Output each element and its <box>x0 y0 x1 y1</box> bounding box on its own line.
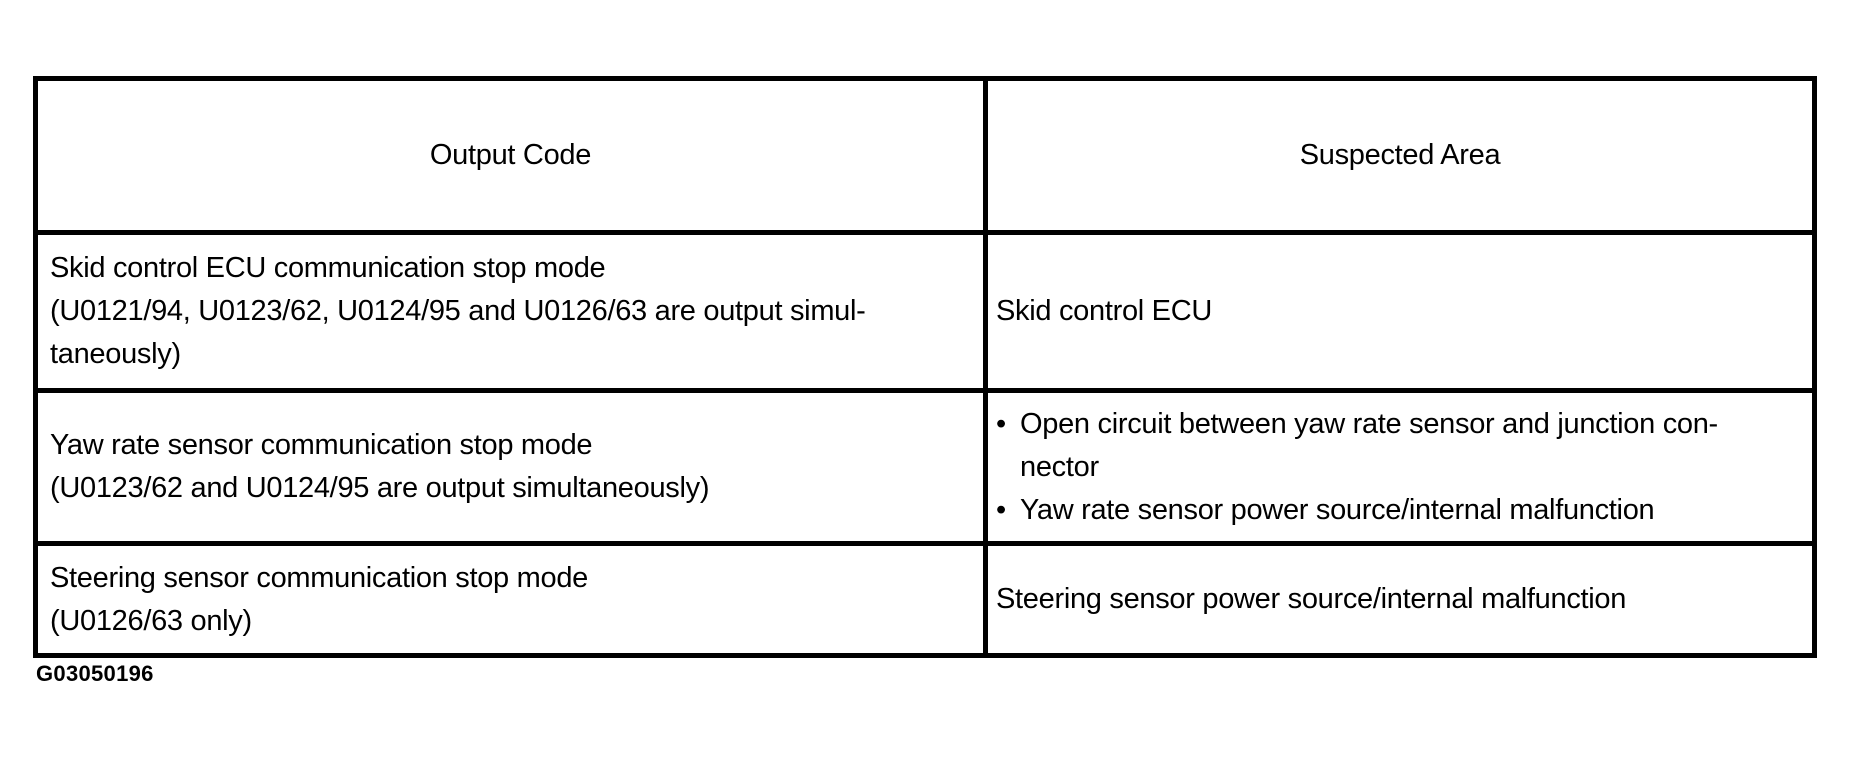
table-header-row: Output Code Suspected Area <box>33 76 1817 235</box>
suspected-area-cell: Skid control ECU <box>983 230 1817 393</box>
output-code-cell: Yaw rate sensor communication stop mode … <box>33 388 988 546</box>
suspected-area-line: Open circuit between yaw rate sensor and… <box>1020 407 1718 440</box>
output-code-line: Yaw rate sensor communication stop mode <box>50 429 593 461</box>
header-suspected-area: Suspected Area <box>983 76 1817 235</box>
output-code-cell: Steering sensor communication stop mode … <box>33 541 988 658</box>
table-row-steering-sensor: Steering sensor communication stop mode … <box>33 541 1817 658</box>
table-row-yaw-rate-sensor: Yaw rate sensor communication stop mode … <box>33 388 1817 546</box>
suspected-area-line: Steering sensor power source/internal ma… <box>996 583 1627 615</box>
figure-id-caption: G03050196 <box>36 661 154 686</box>
suspected-area-bullet-item: • Open circuit between yaw rate sensor a… <box>996 403 1806 489</box>
suspected-area-line: Skid control ECU <box>996 295 1212 327</box>
bullet-icon: • <box>996 493 1006 526</box>
suspected-area-bullet-text: Yaw rate sensor power source/internal ma… <box>1020 489 1806 532</box>
suspected-area-line: nector <box>1020 450 1099 483</box>
suspected-area-cell: Steering sensor power source/internal ma… <box>983 541 1817 658</box>
output-code-line: Skid control ECU communication stop mode <box>50 252 606 284</box>
output-code-line: (U0123/62 and U0124/95 are output simult… <box>50 472 710 504</box>
output-code-line: (U0126/63 only) <box>50 604 252 637</box>
suspected-area-bullet-text: Open circuit between yaw rate sensor and… <box>1020 403 1806 489</box>
output-code-line: taneously) <box>50 338 181 370</box>
bullet-icon: • <box>996 407 1006 440</box>
dtc-table: Output Code Suspected Area Skid control … <box>33 76 1817 658</box>
output-code-cell: Skid control ECU communication stop mode… <box>33 230 988 393</box>
header-output-code: Output Code <box>33 76 988 235</box>
output-code-line: (U0121/94, U0123/62, U0124/95 and U0126/… <box>50 295 866 327</box>
suspected-area-cell: • Open circuit between yaw rate sensor a… <box>983 388 1817 546</box>
suspected-area-bullet-item: • Yaw rate sensor power source/internal … <box>996 489 1806 532</box>
table-row-skid-control-ecu: Skid control ECU communication stop mode… <box>33 230 1817 393</box>
suspected-area-line: Yaw rate sensor power source/internal ma… <box>1020 493 1655 526</box>
output-code-line: Steering sensor communication stop mode <box>50 561 588 594</box>
